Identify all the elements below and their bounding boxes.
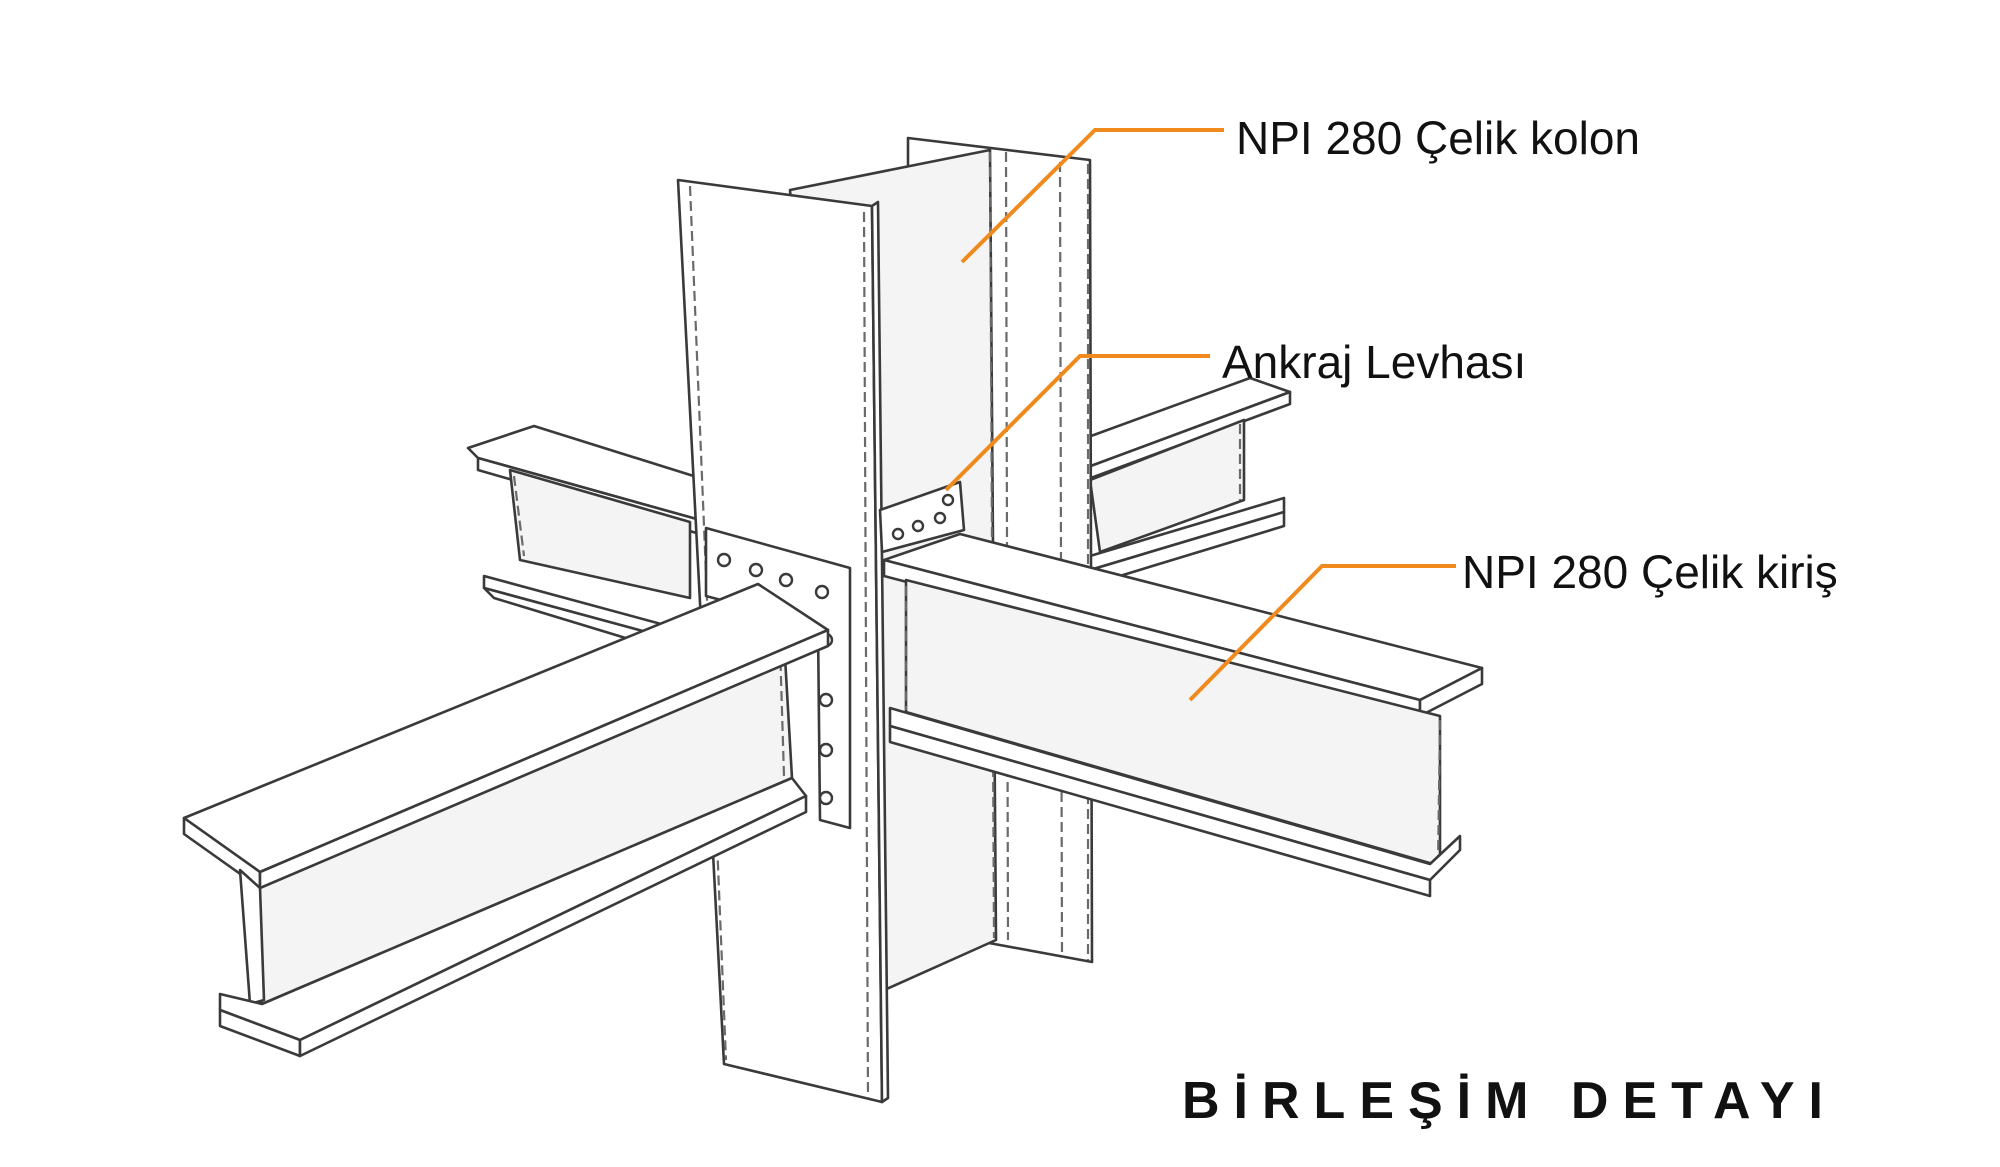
- back-anchor-plate: [878, 480, 966, 554]
- bolt: [778, 572, 794, 588]
- back-right-beam: [1078, 376, 1292, 584]
- leader-column: [960, 128, 1224, 264]
- bolt: [818, 742, 834, 758]
- bolt: [911, 519, 925, 533]
- bolt: [748, 562, 764, 578]
- leader-beam: [1188, 564, 1456, 702]
- front-left-beam: [182, 582, 830, 1058]
- diagram-title: BİRLEŞİM DETAYI: [1182, 1072, 1837, 1130]
- leader-plate: [944, 354, 1210, 492]
- bolt: [814, 584, 830, 600]
- bolt: [818, 692, 834, 708]
- label-beam: NPI 280 Çelik kiriş: [1462, 546, 1838, 598]
- label-anchor-plate: Ankraj Levhası: [1222, 336, 1526, 388]
- label-column: NPI 280 Çelik kolon: [1236, 112, 1640, 164]
- front-right-beam: [882, 532, 1484, 898]
- bolt: [716, 552, 732, 568]
- bolt: [891, 527, 905, 541]
- bolt: [941, 493, 955, 507]
- bolt: [933, 511, 947, 525]
- bolt: [818, 790, 834, 806]
